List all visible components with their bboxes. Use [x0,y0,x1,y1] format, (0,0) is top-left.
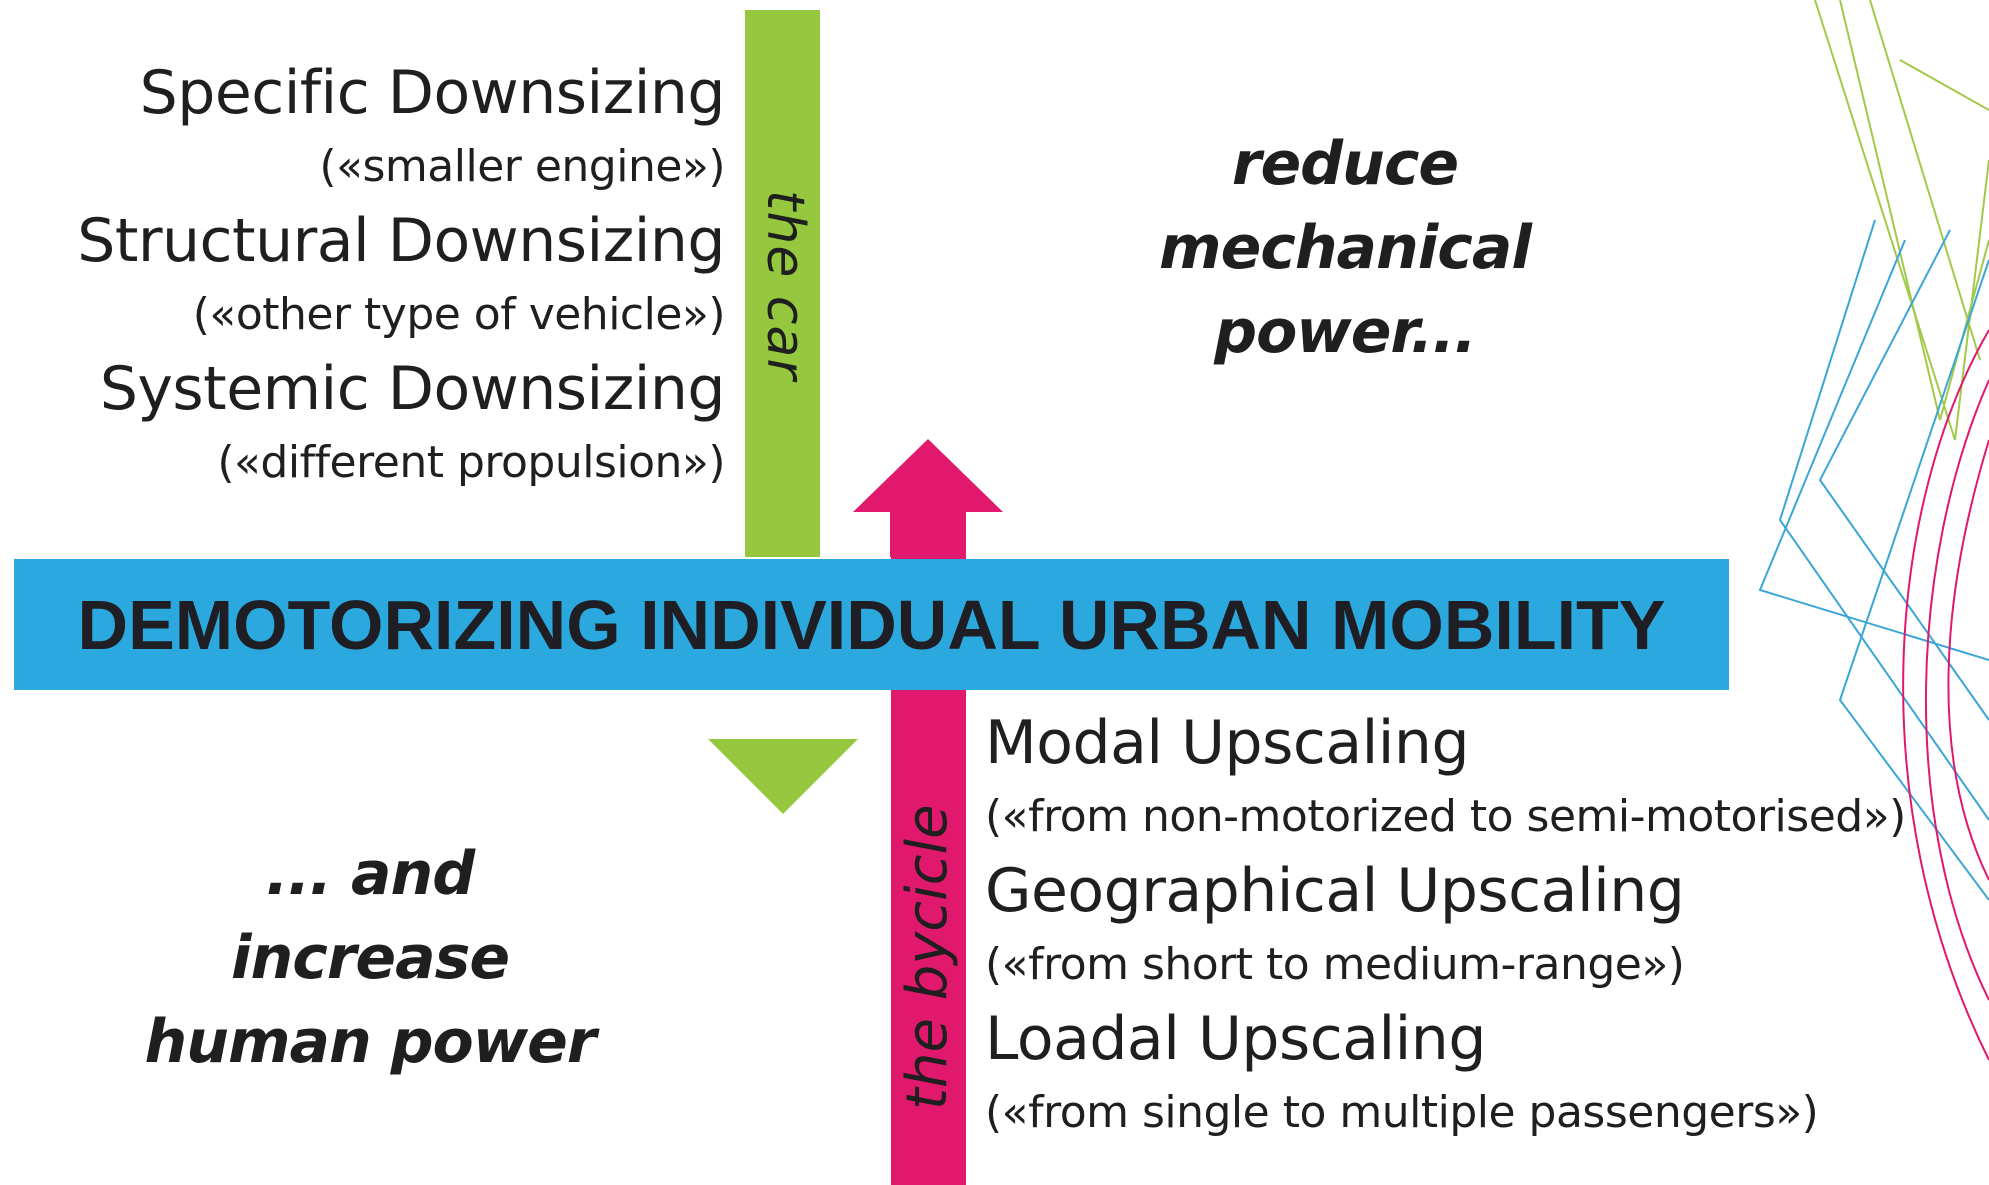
statement-line: ... and [265,839,475,909]
upscaling-list: Modal Upscaling («from non-motorized to … [985,705,1965,1149]
downsizing-title: Systemic Downsizing [99,354,726,424]
statement-line: power... [1214,297,1477,367]
statement-line: human power [144,1007,597,1077]
downsizing-subtitle: («different propulsion») [217,437,725,488]
statement-line: reduce [1231,129,1459,199]
bicycle-axis-label: the bycicle [895,804,960,1110]
statement-line: increase [230,923,510,993]
upscaling-title: Geographical Upscaling [985,856,1685,926]
upscaling-title: Loadal Upscaling [985,1004,1486,1074]
car-bar [745,10,820,557]
decorative-lines [1758,0,1989,1061]
downsizing-subtitle: («other type of vehicle») [192,289,726,340]
upscaling-subtitle: («from short to medium-range») [985,939,1685,990]
upscaling-subtitle: («from non-motorized to semi-motorised») [985,791,1906,842]
title-banner: DEMOTORIZING INDIVIDUAL URBAN MOBILITY [14,559,1729,690]
car-down-arrow-icon [708,739,858,814]
banner-title: DEMOTORIZING INDIVIDUAL URBAN MOBILITY [77,585,1666,664]
upscaling-subtitle: («from single to multiple passengers») [985,1087,1819,1138]
downsizing-subtitle: («smaller engine») [319,141,725,192]
downsizing-title: Structural Downsizing [77,206,725,276]
downsizing-list: Specific Downsizing («smaller engine») S… [20,55,725,499]
increase-statement: ... and increase human power [140,832,600,1084]
downsizing-title: Specific Downsizing [139,58,726,128]
bicycle-up-arrow-icon [853,439,1003,557]
reduce-statement: reduce mechanical power... [1105,122,1585,374]
statement-line: mechanical [1159,213,1532,283]
upscaling-title: Modal Upscaling [985,708,1470,778]
car-axis-label: the car [755,190,815,381]
